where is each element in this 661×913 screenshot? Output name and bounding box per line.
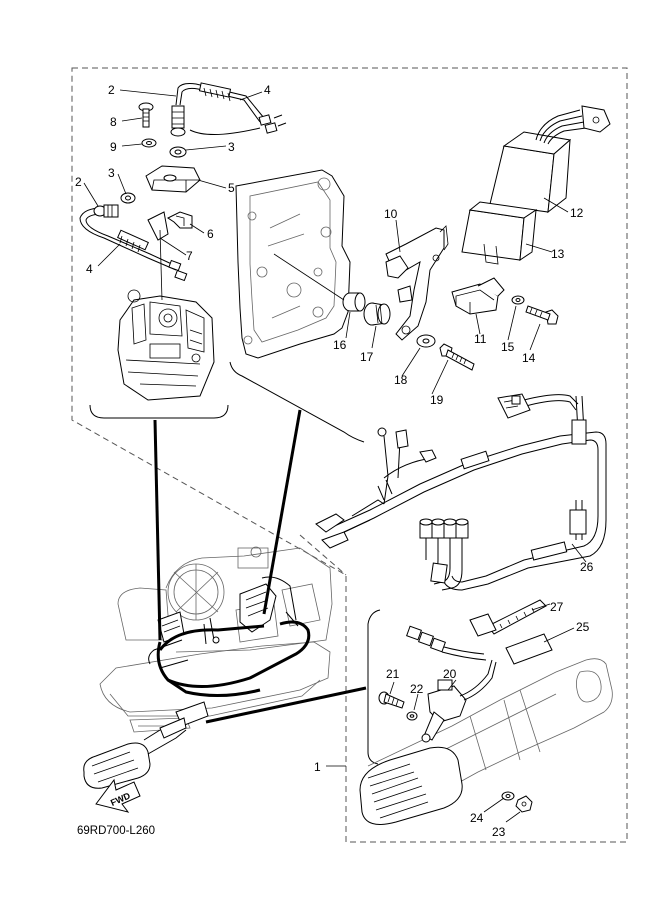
powerhead-outline [299, 534, 347, 576]
tiller-handle [359, 658, 613, 825]
callout-19: 19 [430, 393, 444, 407]
callout-5: 5 [228, 181, 235, 195]
callout-8: 8 [110, 115, 117, 129]
washer-22 [406, 711, 418, 721]
engine-harness [156, 620, 311, 688]
callout-23: 23 [492, 825, 506, 839]
cable-tie-27 [469, 599, 547, 637]
bolt-19 [439, 343, 475, 371]
callout-10: 10 [384, 207, 398, 221]
callout-6: 6 [207, 227, 214, 241]
callout-16: 16 [333, 338, 347, 352]
screw-8 [138, 102, 154, 128]
leader-tiller [205, 686, 367, 724]
plate-bracket [229, 361, 365, 443]
engine-harness-branch [167, 678, 261, 698]
callout-26: 26 [580, 560, 594, 574]
callout-17: 17 [360, 350, 374, 364]
callout-leaders [83, 89, 587, 823]
bolt-14 [525, 305, 559, 325]
washer-9 [141, 138, 157, 148]
lower-bracket [367, 609, 381, 765]
callout-4-left: 4 [86, 262, 93, 276]
callout-3-left: 3 [108, 166, 115, 180]
callout-15: 15 [501, 340, 515, 354]
clamp-11 [451, 277, 505, 315]
assembly-boundary [71, 67, 628, 843]
collar-16 [342, 292, 366, 312]
washer-18 [416, 334, 436, 348]
callout-3-right: 3 [228, 140, 235, 154]
callout-24: 24 [470, 811, 484, 825]
sensor-body [170, 105, 186, 137]
clip-6 [167, 211, 193, 229]
label-25 [505, 633, 553, 665]
screw-21 [378, 691, 405, 709]
callout-2-top: 2 [108, 83, 115, 97]
callout-22: 22 [410, 682, 424, 696]
callout-7: 7 [186, 249, 193, 263]
callout-25: 25 [576, 620, 590, 634]
bracket-10 [385, 225, 449, 341]
sensor-harness-lower [79, 192, 188, 282]
module-12 [489, 105, 611, 214]
engine-harness-loop [158, 624, 265, 651]
callout-13: 13 [551, 247, 565, 261]
drawing-code: 69RD700-L260 [77, 825, 155, 837]
leader-carburetor [153, 419, 162, 641]
wire-harness-26 [315, 393, 607, 591]
gasket-7 [147, 211, 169, 241]
grommet-17 [363, 302, 391, 326]
washer-15 [511, 295, 525, 305]
oring-3-top [169, 146, 187, 158]
callout-14: 14 [522, 351, 536, 365]
callout-11: 11 [474, 332, 487, 346]
nut-23 [515, 795, 533, 813]
callout-27: 27 [550, 600, 564, 614]
callout-1: 1 [314, 760, 321, 774]
carburetor [117, 289, 215, 401]
holder-13 [461, 201, 538, 265]
leader-plate [262, 409, 302, 615]
holder-5 [145, 165, 201, 193]
callout-12: 12 [570, 206, 584, 220]
mounting-plate [235, 169, 351, 359]
carburetor-bracket [89, 404, 229, 419]
callout-labels: 2 4 8 9 3 3 2 5 6 7 4 10 12 13 11 15 14 … [75, 83, 594, 839]
callout-4-top: 4 [264, 83, 271, 97]
washer-24 [501, 791, 515, 801]
callout-9: 9 [110, 140, 117, 154]
callout-21: 21 [386, 667, 400, 681]
callout-2-left: 2 [75, 175, 82, 189]
engine-overview [83, 546, 333, 789]
callout-18: 18 [394, 373, 408, 387]
sensor-harness-upper [175, 82, 287, 136]
stop-switch-20 [406, 625, 497, 743]
callout-20: 20 [443, 667, 457, 681]
